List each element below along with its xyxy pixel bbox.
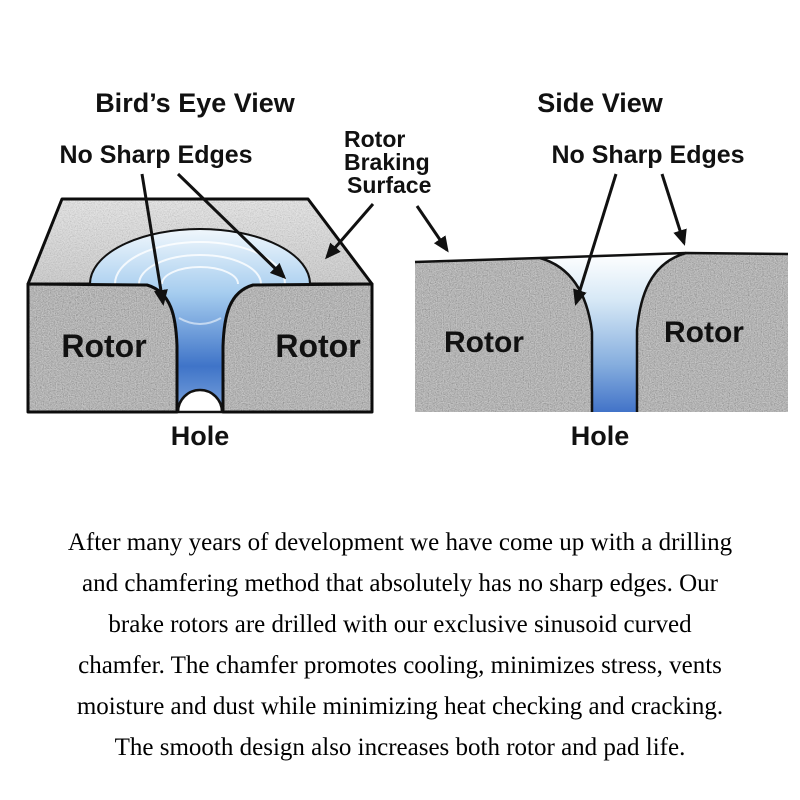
birdseye-rotor-left-face [26, 282, 179, 414]
braking-surface-line2: Braking [344, 149, 430, 175]
braking-surface-line3: Surface [347, 172, 431, 198]
sideview-hole-channel [540, 253, 686, 412]
callout-arrows [140, 172, 687, 306]
birdseye-rotor-left-label: Rotor [61, 328, 146, 364]
arrow-no-sharp-edges-left-b [176, 172, 287, 280]
birdseye-rotor-right-face [221, 282, 374, 414]
rotor-diagram: Rotor Rotor Rotor Rotor Bird’s Eye View … [26, 88, 789, 451]
arrow-braking-surface-right [415, 205, 449, 253]
arrow-no-sharp-edges-right-a [573, 173, 618, 306]
sideview-title: Side View [537, 88, 664, 118]
chamfer-rim-outline [89, 228, 311, 285]
no-sharp-edges-label-right: No Sharp Edges [551, 141, 744, 169]
sideview-rotor-left-block [415, 258, 592, 412]
no-sharp-edges-label-left: No Sharp Edges [59, 141, 252, 169]
rotor-braking-surface-label: Rotor Braking Surface [344, 126, 431, 198]
birdseye-title: Bird’s Eye View [95, 88, 296, 118]
sideview-hole-label: Hole [571, 421, 630, 451]
sideview-rotor-right-label: Rotor [664, 316, 744, 349]
birdseye-hole-notch [176, 388, 224, 414]
braking-surface-line1: Rotor [344, 126, 405, 152]
arrow-braking-surface-left [325, 203, 375, 260]
arrow-no-sharp-edges-right-b [660, 173, 687, 246]
description-paragraph: After many years of development we have … [67, 529, 733, 761]
arrow-no-sharp-edges-left-a [140, 173, 168, 306]
birdseye-rotor-right-label: Rotor [275, 328, 360, 364]
birdseye-chamfer-bowl [90, 229, 310, 412]
birdseye-hole-label: Hole [171, 421, 230, 451]
sideview-rotor-right-block [637, 253, 788, 412]
sideview-rotor-left-label: Rotor [444, 326, 524, 359]
